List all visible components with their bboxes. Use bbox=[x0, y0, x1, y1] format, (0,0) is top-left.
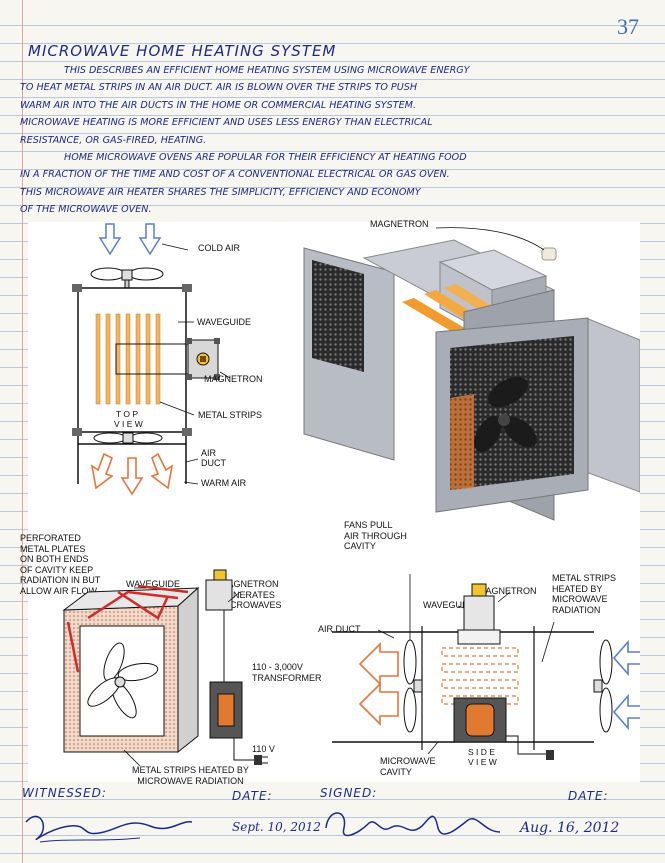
microwave-paths bbox=[66, 584, 189, 673]
warm-air-arrow bbox=[358, 642, 399, 726]
fan-icon bbox=[87, 642, 159, 719]
warm-air-arrow bbox=[90, 452, 174, 496]
metal-strips bbox=[441, 647, 519, 705]
inventor-signature bbox=[325, 812, 501, 837]
side-view-diagram bbox=[332, 574, 640, 760]
cold-air-label: COLD AIR bbox=[198, 243, 241, 253]
cold-air-arrow bbox=[612, 639, 640, 731]
transformer-icon bbox=[209, 681, 243, 739]
top-view-title: V I E W bbox=[114, 419, 143, 429]
metal-strips bbox=[95, 313, 161, 405]
paragraph-line: This microwave air heater shares the sim… bbox=[20, 186, 421, 198]
paragraph-line: This describes an efficient home heating… bbox=[64, 65, 470, 76]
side-view-title: S I D E bbox=[468, 747, 495, 757]
paragraph-line: Home microwave ovens are popular for the… bbox=[64, 152, 467, 164]
magnetron-label: MAGNETRON GENERATES MICROWAVES bbox=[220, 579, 282, 610]
heater-render bbox=[303, 227, 640, 521]
magnetron-icon bbox=[186, 338, 220, 380]
transformer-icon bbox=[453, 697, 507, 743]
air-duct-label: AIR DUCT bbox=[318, 624, 361, 634]
cutaway-diagram bbox=[62, 569, 268, 767]
magnetron-icon bbox=[205, 569, 233, 611]
metal-strips-label: METAL STRIPS HEATED BY MICROWAVE RADIATI… bbox=[552, 573, 617, 615]
fan-icon bbox=[403, 639, 423, 733]
fan-icon bbox=[593, 639, 613, 733]
witness-signature bbox=[25, 815, 193, 843]
page-title: Microwave Home Heating System bbox=[28, 42, 337, 60]
fan-icon bbox=[72, 428, 192, 445]
paragraph-line: to heat metal strips in an air duct. Air… bbox=[20, 82, 418, 94]
waveguide-label: WAVEGUIDE bbox=[197, 317, 252, 327]
magnetron-label: MAGNETRON bbox=[370, 219, 429, 229]
warm-air-label: WARM AIR bbox=[201, 478, 247, 488]
air-duct-label: AIR bbox=[201, 448, 217, 458]
paragraph-line: Microwave heating is more efficient and … bbox=[20, 117, 433, 129]
body-text: This describes an efficient home heating… bbox=[20, 62, 650, 219]
magnetron-label: MAGNETRON bbox=[204, 374, 263, 384]
waveguide-label: WAVEGUIDE bbox=[423, 600, 478, 610]
figure-panel: COLD AIR WAVEGUIDE MAGNETRON T O P V I E… bbox=[20, 219, 640, 786]
voltage-label: 110 V bbox=[252, 744, 275, 754]
signed-label: Signed: bbox=[320, 786, 378, 800]
fan-icon bbox=[90, 267, 164, 289]
top-view-title: T O P bbox=[116, 409, 139, 419]
magnetron-label: MAGNETRON bbox=[478, 586, 537, 596]
paragraph-line: resistance, or gas-fired, heating. bbox=[20, 134, 207, 146]
paragraph-line: warm air into the air ducts in the home … bbox=[20, 99, 416, 111]
metal-strips-label: METAL STRIPS bbox=[198, 410, 263, 420]
witnessed-label: Witnessed: bbox=[22, 786, 107, 800]
date-label: Date: bbox=[568, 789, 609, 803]
perforated-plates-label: PERFORATED METAL PLATES ON BOTH ENDS OF … bbox=[20, 533, 101, 596]
page-number: 37 bbox=[617, 14, 639, 39]
fan-icon bbox=[474, 376, 537, 453]
cold-air-arrow bbox=[98, 223, 122, 256]
air-duct-label: DUCT bbox=[201, 458, 226, 468]
paragraph-line: in a fraction of the time and cost of a … bbox=[20, 169, 450, 181]
cavity-label: MICROWAVE CAVITY bbox=[380, 756, 436, 777]
paragraph-line: of the microwave oven. bbox=[20, 204, 152, 216]
top-view-diagram bbox=[72, 223, 231, 496]
margin-line bbox=[22, 0, 23, 863]
date-label: Date: bbox=[232, 789, 273, 803]
transformer-label: 110 - 3,000V TRANSFORMER bbox=[252, 662, 322, 683]
magnetron-icon bbox=[457, 583, 501, 645]
signed-date: Aug. 16, 2012 bbox=[520, 820, 620, 836]
metal-strips-label: METAL STRIPS HEATED BY MICROWAVE RADIATI… bbox=[132, 765, 249, 786]
waveguide-label: WAVEGUIDE bbox=[126, 579, 181, 589]
side-view-title: V I E W bbox=[468, 757, 497, 767]
cold-air-arrow bbox=[138, 223, 162, 256]
witness-date: Sept. 10, 2012 bbox=[232, 820, 321, 834]
fans-label: FANS PULL AIR THROUGH CAVITY bbox=[344, 520, 407, 551]
